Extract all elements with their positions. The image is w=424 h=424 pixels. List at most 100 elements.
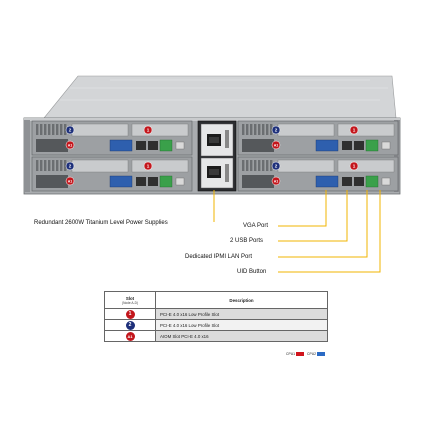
callout-ipmi: Dedicated IPMI LAN Port bbox=[185, 254, 253, 260]
aiom-slot bbox=[242, 175, 274, 188]
slot-description: PCI-E 4.0 x16 Low Profile Slot bbox=[155, 319, 328, 331]
vent-slot bbox=[52, 160, 55, 171]
slot-badge-label: 2 bbox=[69, 164, 72, 169]
vent-slot bbox=[56, 124, 59, 135]
vent-slot bbox=[44, 160, 47, 171]
usb-port bbox=[354, 177, 364, 186]
callout-line-usb bbox=[278, 190, 348, 242]
slot-description: AIOM Slot PCI-E 4.0 x16 bbox=[155, 330, 328, 342]
vent-slot bbox=[56, 160, 59, 171]
chassis-top-ribs bbox=[60, 79, 388, 101]
vent-slot bbox=[270, 160, 273, 171]
pcie-slot-bracket bbox=[337, 159, 395, 173]
uid-button bbox=[381, 177, 391, 186]
vent-slot bbox=[266, 124, 269, 135]
vent-slot bbox=[60, 124, 63, 135]
vent-slot bbox=[270, 124, 273, 135]
rack-ear-left bbox=[24, 120, 30, 192]
pcie-slot-bracket bbox=[71, 123, 129, 137]
table-row: 2 PCI-E 4.0 x16 Low Profile Slot bbox=[104, 319, 328, 331]
vga-port bbox=[109, 139, 133, 152]
slot-badge-label: 1 bbox=[353, 128, 356, 133]
cpu2-label: CPU2 bbox=[307, 352, 317, 356]
callout-line-vga bbox=[278, 190, 327, 227]
usb-port bbox=[342, 177, 352, 186]
slot-badge-2: 2 bbox=[125, 320, 135, 330]
table-row: 1 PCI-E 4.0 x16 Low Profile Slot bbox=[104, 308, 328, 320]
vga-port bbox=[315, 139, 339, 152]
slot-badge-label: 2 bbox=[275, 128, 278, 133]
slot-badge-a1: A1 bbox=[125, 331, 135, 341]
ipmi-lan-port bbox=[159, 139, 173, 152]
vent-slot bbox=[64, 124, 67, 135]
description-header: Description bbox=[155, 291, 328, 309]
slot-legend-table: Slot (Node A-D) Description 1 PCI-E 4.0 … bbox=[104, 291, 328, 342]
slot-badge-label: 2 bbox=[69, 128, 72, 133]
vent-slot bbox=[40, 124, 43, 135]
ipmi-lan-port bbox=[365, 139, 379, 152]
vent-slot bbox=[246, 124, 249, 135]
node-module: 2 1A1 bbox=[31, 156, 193, 192]
pcie-slot-bracket bbox=[131, 123, 189, 137]
slot-badge-label: A1 bbox=[274, 180, 279, 184]
callout-line-ipmi bbox=[278, 190, 368, 258]
vent-slot bbox=[44, 124, 47, 135]
callout-psu: Redundant 2600W Titanium Level Power Sup… bbox=[34, 220, 168, 226]
slot-header: Slot (Node A-D) bbox=[104, 291, 156, 309]
slot-badge-marker bbox=[349, 125, 359, 135]
slot-badge-marker bbox=[65, 176, 75, 186]
slot-badge-label: 1 bbox=[147, 128, 150, 133]
slot-badge-marker bbox=[65, 125, 75, 135]
callout-uid: UID Button bbox=[237, 269, 267, 275]
vga-port bbox=[109, 175, 133, 188]
slot-description: PCI-E 4.0 x16 Low Profile Slot bbox=[155, 308, 328, 320]
uid-button bbox=[175, 177, 185, 186]
pcie-slot-bracket bbox=[277, 123, 335, 137]
slot-badge-marker bbox=[143, 161, 153, 171]
slot-badge-marker bbox=[143, 125, 153, 135]
uid-button bbox=[175, 141, 185, 150]
slot-badge-marker bbox=[65, 140, 75, 150]
vent-slot bbox=[262, 160, 265, 171]
slot-subheader: (Node A-D) bbox=[122, 300, 138, 305]
usb-port bbox=[136, 177, 146, 186]
vent-slot bbox=[48, 160, 51, 171]
vent-slot bbox=[52, 124, 55, 135]
power-supply-bay bbox=[197, 120, 237, 192]
node-module: 2 1A1 bbox=[237, 120, 399, 156]
slot-badge-marker bbox=[271, 140, 281, 150]
callout-lines bbox=[213, 190, 381, 273]
callout-vga: VGA Port bbox=[243, 223, 269, 229]
usb-port bbox=[354, 141, 364, 150]
callout-line-uid bbox=[278, 190, 381, 273]
vent-slot bbox=[36, 160, 39, 171]
vent-slot bbox=[258, 160, 261, 171]
vent-slot bbox=[60, 160, 63, 171]
slot-badge-marker bbox=[65, 161, 75, 171]
slot-badge-marker bbox=[271, 161, 281, 171]
aiom-slot bbox=[36, 139, 68, 152]
slot-badge-label: A1 bbox=[68, 180, 73, 184]
vent-slot bbox=[250, 124, 253, 135]
vent-slot bbox=[262, 124, 265, 135]
slot-badge-marker bbox=[349, 161, 359, 171]
usb-port bbox=[136, 141, 146, 150]
slot-badge-label: A1 bbox=[68, 144, 73, 148]
vent-slot bbox=[254, 124, 257, 135]
vent-slot bbox=[64, 160, 67, 171]
vent-slot bbox=[40, 160, 43, 171]
cpu-legend: CPU1 CPU2 bbox=[286, 352, 327, 356]
slot-badge-label: A1 bbox=[274, 144, 279, 148]
rack-ear-right bbox=[394, 120, 400, 192]
slot-badge-label: 1 bbox=[353, 164, 356, 169]
ipmi-lan-port bbox=[159, 175, 173, 188]
slot-badge-label: 1 bbox=[147, 164, 150, 169]
callout-usb: 2 USB Ports bbox=[230, 238, 264, 244]
usb-port bbox=[342, 141, 352, 150]
usb-port bbox=[148, 177, 158, 186]
uid-button bbox=[381, 141, 391, 150]
vga-port bbox=[315, 175, 339, 188]
